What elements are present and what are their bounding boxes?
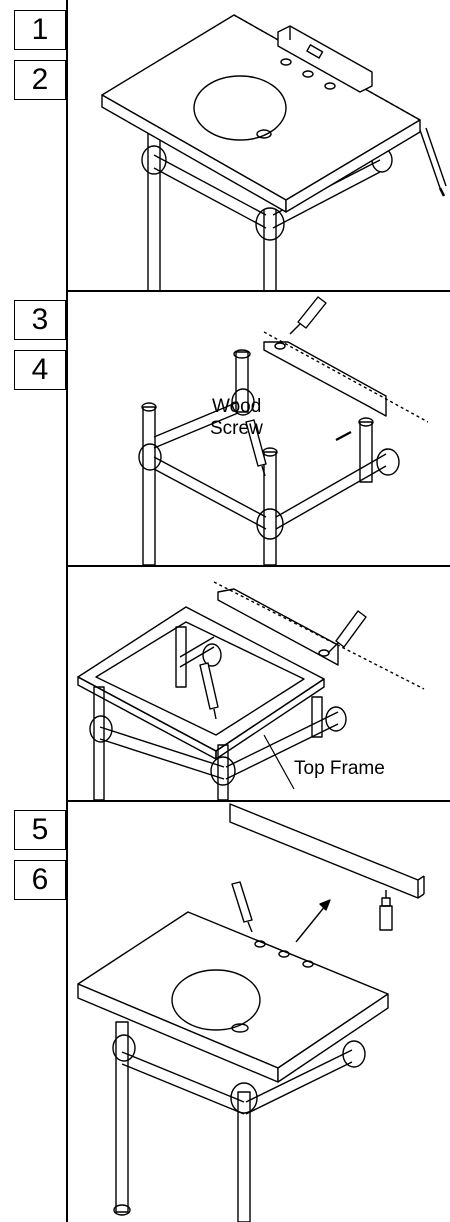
drain — [231, 1023, 249, 1033]
panel-top-frame: Top Frame — [68, 567, 450, 800]
panel-steps-5-6 — [68, 802, 450, 1222]
faucet-hole — [302, 960, 314, 968]
stand-leg-front — [262, 447, 278, 565]
panel-divider-1 — [66, 290, 450, 292]
faucet-hole — [254, 940, 266, 948]
panel-steps-3-4: Wood Screw — [68, 292, 450, 565]
leg-joint — [230, 1082, 258, 1114]
leg-joint — [202, 643, 222, 667]
leg-joint — [231, 388, 255, 416]
top-frame-leader — [263, 734, 295, 790]
stand-leg-back — [233, 349, 251, 413]
step-number-1: 1 — [14, 10, 66, 50]
leg-joint — [342, 1040, 366, 1068]
sink-basin — [193, 75, 287, 141]
stand-leg-right — [358, 417, 374, 483]
stand-leg-left — [113, 1021, 131, 1216]
adhesive-tube-icon — [327, 610, 367, 654]
step-number-5: 5 — [14, 810, 66, 850]
adhesive-tube-icon — [231, 881, 253, 933]
stand-leg-front — [237, 1091, 251, 1222]
leg-joint — [376, 448, 400, 476]
leg-joint — [325, 706, 347, 732]
panel-divider-3 — [66, 800, 450, 802]
stand-rails — [121, 1049, 353, 1115]
level-tool — [277, 25, 373, 93]
stand-leg-front — [263, 210, 277, 290]
left-divider — [66, 0, 68, 1222]
callout-screw: Screw — [210, 418, 263, 439]
placement-arrow — [295, 899, 331, 943]
panel-divider-2 — [66, 565, 450, 567]
stand-rails — [99, 636, 339, 780]
faucet-hole — [280, 58, 292, 66]
leg-joint — [210, 756, 236, 786]
adhesive-tube-icon — [289, 296, 327, 335]
adhesive-tube-icon — [379, 890, 393, 931]
leg-joint — [138, 443, 162, 471]
step-number-4: 4 — [14, 350, 66, 390]
leg-joint-front — [255, 207, 285, 241]
panel-steps-1-2 — [68, 0, 450, 290]
adhesive-tube-icon — [199, 662, 219, 720]
stand-leg-left — [141, 402, 157, 565]
mounting-bracket — [213, 581, 425, 690]
drain — [256, 129, 272, 139]
leg-joint — [89, 715, 113, 743]
leg-joint-left — [141, 145, 167, 175]
faucet-hole — [324, 82, 336, 90]
top-frame — [77, 606, 325, 760]
step-number-3: 3 — [14, 300, 66, 340]
backsplash — [229, 803, 425, 899]
step-number-2: 2 — [14, 60, 66, 100]
mounting-bracket — [263, 331, 429, 423]
wood-screw — [335, 431, 352, 441]
callout-wood: Wood — [212, 396, 262, 417]
stand-rails — [153, 401, 387, 530]
leg-joint — [112, 1034, 136, 1062]
adhesive-tube-icon — [245, 419, 267, 477]
callout-top-frame: Top Frame — [294, 758, 385, 779]
screwdriver — [419, 127, 447, 197]
step-number-6: 6 — [14, 860, 66, 900]
sink-basin — [171, 969, 261, 1031]
faucet-hole — [302, 70, 314, 78]
faucet-hole — [278, 950, 290, 958]
leg-joint — [256, 508, 284, 540]
